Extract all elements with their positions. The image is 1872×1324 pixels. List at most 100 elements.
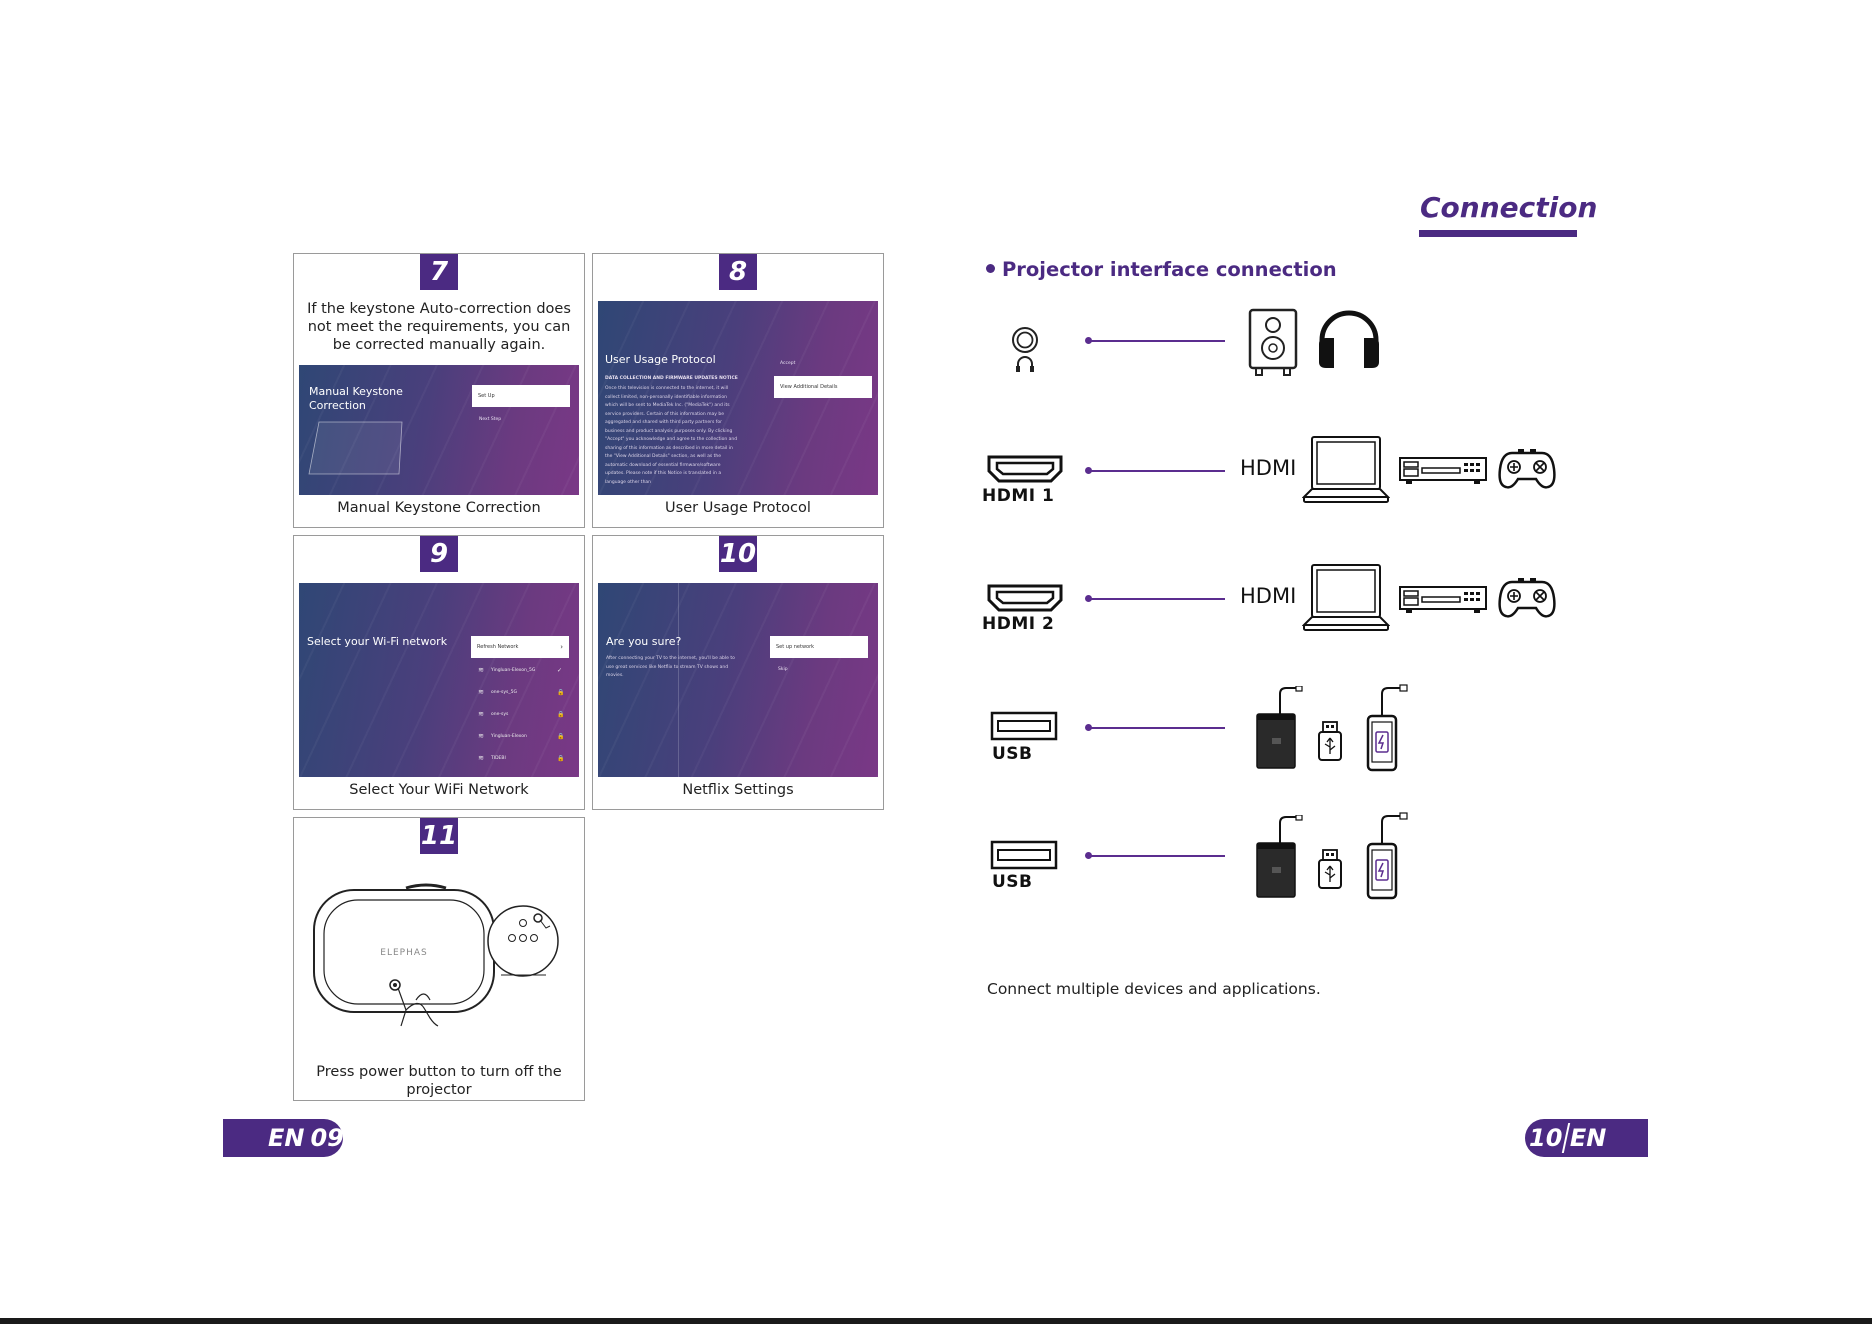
- laptop-icon: [1302, 564, 1390, 631]
- tab-separator: [1562, 1123, 1571, 1153]
- tv-screen: Are you sure? After connecting your TV t…: [598, 583, 878, 777]
- tv-screen: Manual Keystone Correction Set Up Next S…: [299, 365, 579, 495]
- screen-divider: [678, 583, 679, 777]
- headphones-icon: [1319, 310, 1379, 368]
- chevron-right-icon: ›: [560, 643, 563, 651]
- setup-network-button[interactable]: Set up network: [770, 636, 868, 658]
- network-list: ≋Yingluan-Elexon_5G✓ ≋one-sys_5G🔒 ≋one-s…: [471, 659, 571, 774]
- usb-port-icon: [990, 840, 1058, 870]
- hdmi-port-icon: [987, 584, 1063, 612]
- port-label: USB: [992, 744, 1033, 764]
- connection-line: [1089, 855, 1225, 857]
- network-item[interactable]: ≋one-sys_5G🔒: [471, 681, 571, 703]
- page-lang: EN: [268, 1124, 305, 1152]
- step-intro: If the keystone Auto-correction does not…: [307, 301, 571, 353]
- accept-option[interactable]: Accept: [780, 361, 796, 366]
- page-tab-left: EN 09: [223, 1119, 344, 1157]
- tv-screen: User Usage Protocol DATA COLLECTION AND …: [598, 301, 878, 495]
- step-9-card: 9 Select your Wi-Fi network Refresh Netw…: [293, 535, 585, 810]
- footer-note: Connect multiple devices and application…: [987, 980, 1321, 998]
- lock-icon: 🔒: [557, 710, 565, 718]
- connection-line: [1089, 340, 1225, 342]
- gamepad-icon: [1498, 578, 1556, 618]
- tv-screen: Select your Wi-Fi network Refresh Networ…: [299, 583, 579, 777]
- page-number: 09: [310, 1124, 344, 1152]
- setup-button[interactable]: Set Up: [472, 385, 570, 407]
- refresh-network-button[interactable]: Refresh Network ›: [471, 636, 569, 658]
- notice-body: Once this television is connected to the…: [605, 386, 738, 485]
- connection-line: [1089, 470, 1225, 472]
- network-item[interactable]: ≋Yingluan-Elexon_5G✓: [471, 659, 571, 681]
- usb-flash-drive-icon: [1318, 849, 1342, 889]
- brand-logo: ELEPHAS: [380, 948, 427, 958]
- step-number: 11: [420, 818, 458, 854]
- connection-dot: [1085, 467, 1092, 474]
- wifi-icon: ≋: [478, 688, 484, 696]
- page-lang: EN: [1569, 1124, 1607, 1152]
- dvd-player-icon: [1399, 457, 1487, 484]
- step-10-card: 10 Are you sure? After connecting your T…: [592, 535, 884, 810]
- screen-body: After connecting your TV to the internet…: [606, 656, 735, 678]
- bottom-rule: [0, 1318, 1872, 1324]
- skip-option[interactable]: Skip: [778, 667, 788, 672]
- port-label: USB: [992, 872, 1033, 892]
- page-tab-right: 10 EN: [1525, 1119, 1648, 1157]
- keystone-frame-icon: [308, 421, 403, 475]
- step-number: 8: [719, 254, 757, 290]
- hdmi-port-icon: [987, 455, 1063, 483]
- section-title-text: Projector interface connection: [1002, 258, 1337, 281]
- page-title: Connection: [1420, 191, 1598, 224]
- wifi-icon: ≋: [478, 666, 484, 674]
- network-item[interactable]: ≋TIDEBI🔒: [471, 747, 571, 769]
- step-7-card: 7 If the keystone Auto-correction does n…: [293, 253, 585, 528]
- speaker-icon: [1248, 308, 1298, 376]
- dvd-player-icon: [1399, 586, 1487, 613]
- screen-title: User Usage Protocol: [605, 353, 716, 366]
- view-details-button[interactable]: View Additional Details: [774, 376, 872, 398]
- step-number: 7: [420, 254, 458, 290]
- port-label: HDMI 2: [982, 614, 1055, 634]
- hard-drive-icon: [1256, 815, 1303, 898]
- screen-title: Are you sure?: [606, 635, 682, 648]
- screen-title: Select your Wi-Fi network: [307, 635, 448, 648]
- smartphone-icon: [1366, 684, 1408, 772]
- wifi-icon: ≋: [478, 710, 484, 718]
- lock-icon: 🔒: [557, 732, 565, 740]
- step-number: 9: [420, 536, 458, 572]
- step-8-card: 8 User Usage Protocol DATA COLLECTION AN…: [592, 253, 884, 528]
- wifi-icon: ≋: [478, 754, 484, 762]
- refresh-label: Refresh Network: [477, 644, 519, 650]
- usb-flash-drive-icon: [1318, 721, 1342, 761]
- connection-line: [1089, 598, 1225, 600]
- hdmi-label: HDMI: [1240, 584, 1297, 608]
- step-caption: User Usage Protocol: [665, 500, 811, 516]
- audio-jack-icon: [1012, 327, 1038, 372]
- network-item[interactable]: ≋one-sys🔒: [471, 703, 571, 725]
- next-step-option[interactable]: Next Step: [479, 417, 502, 422]
- laptop-icon: [1302, 436, 1390, 503]
- connection-dot: [1085, 852, 1092, 859]
- step-number: 10: [719, 536, 757, 572]
- smartphone-icon: [1366, 812, 1408, 900]
- status-icon: ✓: [557, 666, 563, 674]
- network-item[interactable]: ≋Yingluan-Elexon🔒: [471, 725, 571, 747]
- lock-icon: 🔒: [557, 688, 565, 696]
- projector-illustration: ELEPHAS: [313, 883, 559, 1027]
- title-underline: [1419, 230, 1577, 237]
- usb-port-icon: [990, 711, 1058, 741]
- lock-icon: 🔒: [557, 754, 565, 762]
- hard-drive-icon: [1256, 686, 1303, 769]
- step-11-card: 11 ELEPHAS Press power button to turn of…: [293, 817, 585, 1101]
- screen-title: Manual Keystone Correction: [309, 385, 403, 412]
- connection-line: [1089, 727, 1225, 729]
- gamepad-icon: [1498, 449, 1556, 489]
- step-caption: Select Your WiFi Network: [349, 782, 529, 798]
- step-caption: Netflix Settings: [682, 782, 794, 798]
- section-title: Projector interface connection: [986, 258, 1337, 281]
- step-caption: Manual Keystone Correction: [337, 500, 541, 516]
- hdmi-label: HDMI: [1240, 456, 1297, 480]
- connection-dot: [1085, 595, 1092, 602]
- notice-heading: DATA COLLECTION AND FIRMWARE UPDATES NOT…: [605, 376, 738, 381]
- page-number: 10: [1529, 1124, 1563, 1152]
- connection-dot: [1085, 337, 1092, 344]
